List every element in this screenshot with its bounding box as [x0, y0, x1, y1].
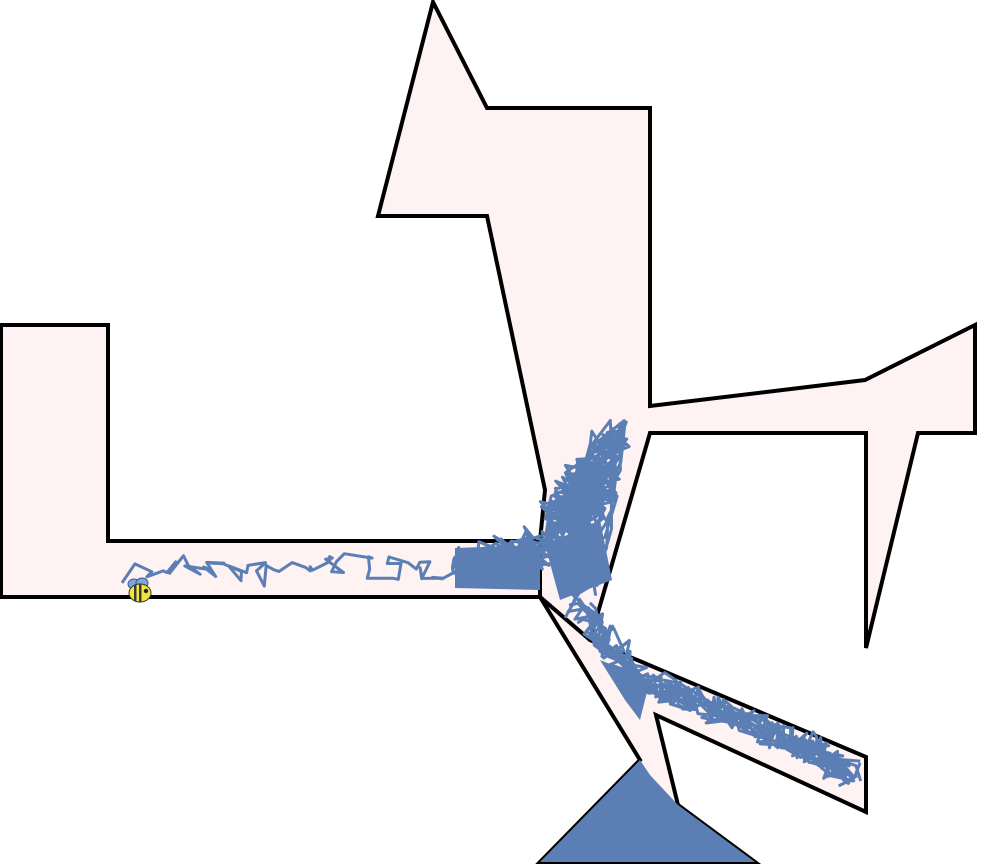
trail-segment — [120, 552, 527, 588]
upper-region — [375, 0, 977, 649]
trail-segment — [454, 433, 622, 596]
bee-stripe-2 — [139, 584, 142, 602]
trail-coverage-arm-start — [600, 660, 650, 720]
trail-coverage-corridor-end — [455, 545, 540, 590]
trail-segment — [577, 597, 849, 784]
trail-coverage-junction — [545, 520, 612, 600]
bee-trail-coverage — [455, 520, 755, 862]
trail-segment — [588, 601, 851, 768]
trail-coverage-bottom — [540, 760, 755, 862]
bee-eye — [143, 588, 149, 594]
bee-stripe-1 — [134, 585, 137, 601]
bee-icon — [127, 577, 152, 603]
